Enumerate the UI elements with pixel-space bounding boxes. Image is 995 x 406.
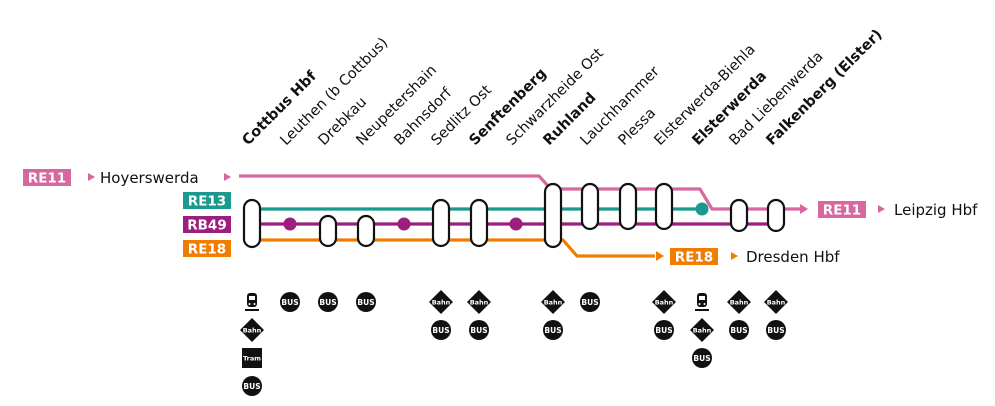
bus-icon [431,320,451,340]
service-label: BUS [693,354,710,363]
arrow-icon [731,252,738,260]
service-label: BUS [655,326,672,335]
badge-re18-east-label: RE18 [675,250,713,266]
arrow-icon [88,173,95,181]
service-label: Bahn [243,327,262,335]
badge-re18-east [670,248,718,265]
service-label: BUS [357,298,374,307]
service-label: BUS [432,326,449,335]
station-stop [356,214,376,248]
bus-icon [280,292,300,312]
bus-icon [318,292,338,312]
service-label: BUS [319,298,336,307]
stop-dot [283,217,297,231]
line-re18 [252,238,655,258]
bus-icon [242,376,262,396]
service-label: BUS [730,326,747,335]
stop-dot [397,217,411,231]
bus-icon [543,320,563,340]
service-label: BUS [581,298,598,307]
bus-icon [654,320,674,340]
station-stop [618,182,638,231]
stop-dot [509,217,523,231]
bahn-icon [541,290,565,314]
service-label: BUS [243,382,260,391]
station-stop [469,198,489,248]
station-stop [580,182,600,231]
badge-rb49 [183,216,231,233]
bahn-icon [727,290,751,314]
service-label: Tram [243,355,261,363]
station-stop [766,198,786,233]
badge-re11-east-label: RE11 [823,203,861,219]
service-label: Bahn [693,327,712,335]
arrow-icon [878,205,885,213]
service-label: BUS [470,326,487,335]
destination-label: Hoyerswerda [100,169,199,187]
service-label: BUS [767,326,784,335]
station-stops [242,182,786,249]
destination-label: Dresden Hbf [746,248,840,266]
bahn-icon [429,290,453,314]
bus-icon [580,292,600,312]
stop-dot [695,202,709,216]
service-label: Bahn [655,299,674,307]
arrow-icon [224,173,231,181]
station-stop [242,198,262,249]
station-stop [318,214,338,248]
bahn-icon [652,290,676,314]
bus-icon [766,320,786,340]
badge-re11 [23,169,71,186]
bus-icon [356,292,376,312]
service-label: BUS [544,326,561,335]
bus-icon [692,348,712,368]
service-label: Bahn [544,299,563,307]
bahn-icon [467,290,491,314]
train-icon [695,293,709,311]
line-re11 [239,174,800,211]
train-icon [245,293,259,311]
badge-re18-label: RE18 [188,242,226,258]
destination-label: Leipzig Hbf [894,201,978,219]
badge-re18 [183,240,231,257]
service-label: Bahn [432,299,451,307]
bus-icon [729,320,749,340]
service-label: Bahn [730,299,749,307]
badge-rb49-label: RB49 [187,218,226,234]
bahn-icon [690,318,714,342]
badge-re13-label: RE13 [188,194,226,210]
service-label: Bahn [470,299,489,307]
arrow-icon [800,204,808,214]
badge-re13 [183,192,231,209]
bus-icon [469,320,489,340]
service-label: BUS [281,298,298,307]
service-label: Bahn [767,299,786,307]
bahn-icon [240,318,264,342]
badge-re11-label: RE11 [28,171,66,187]
station-stop [543,182,563,249]
station-stop [729,198,749,233]
badge-re11-east [818,201,866,218]
station-stop [431,198,451,248]
arrow-icon [656,251,664,261]
tram-icon [242,348,262,368]
station-stop [654,182,674,231]
bahn-icon [764,290,788,314]
